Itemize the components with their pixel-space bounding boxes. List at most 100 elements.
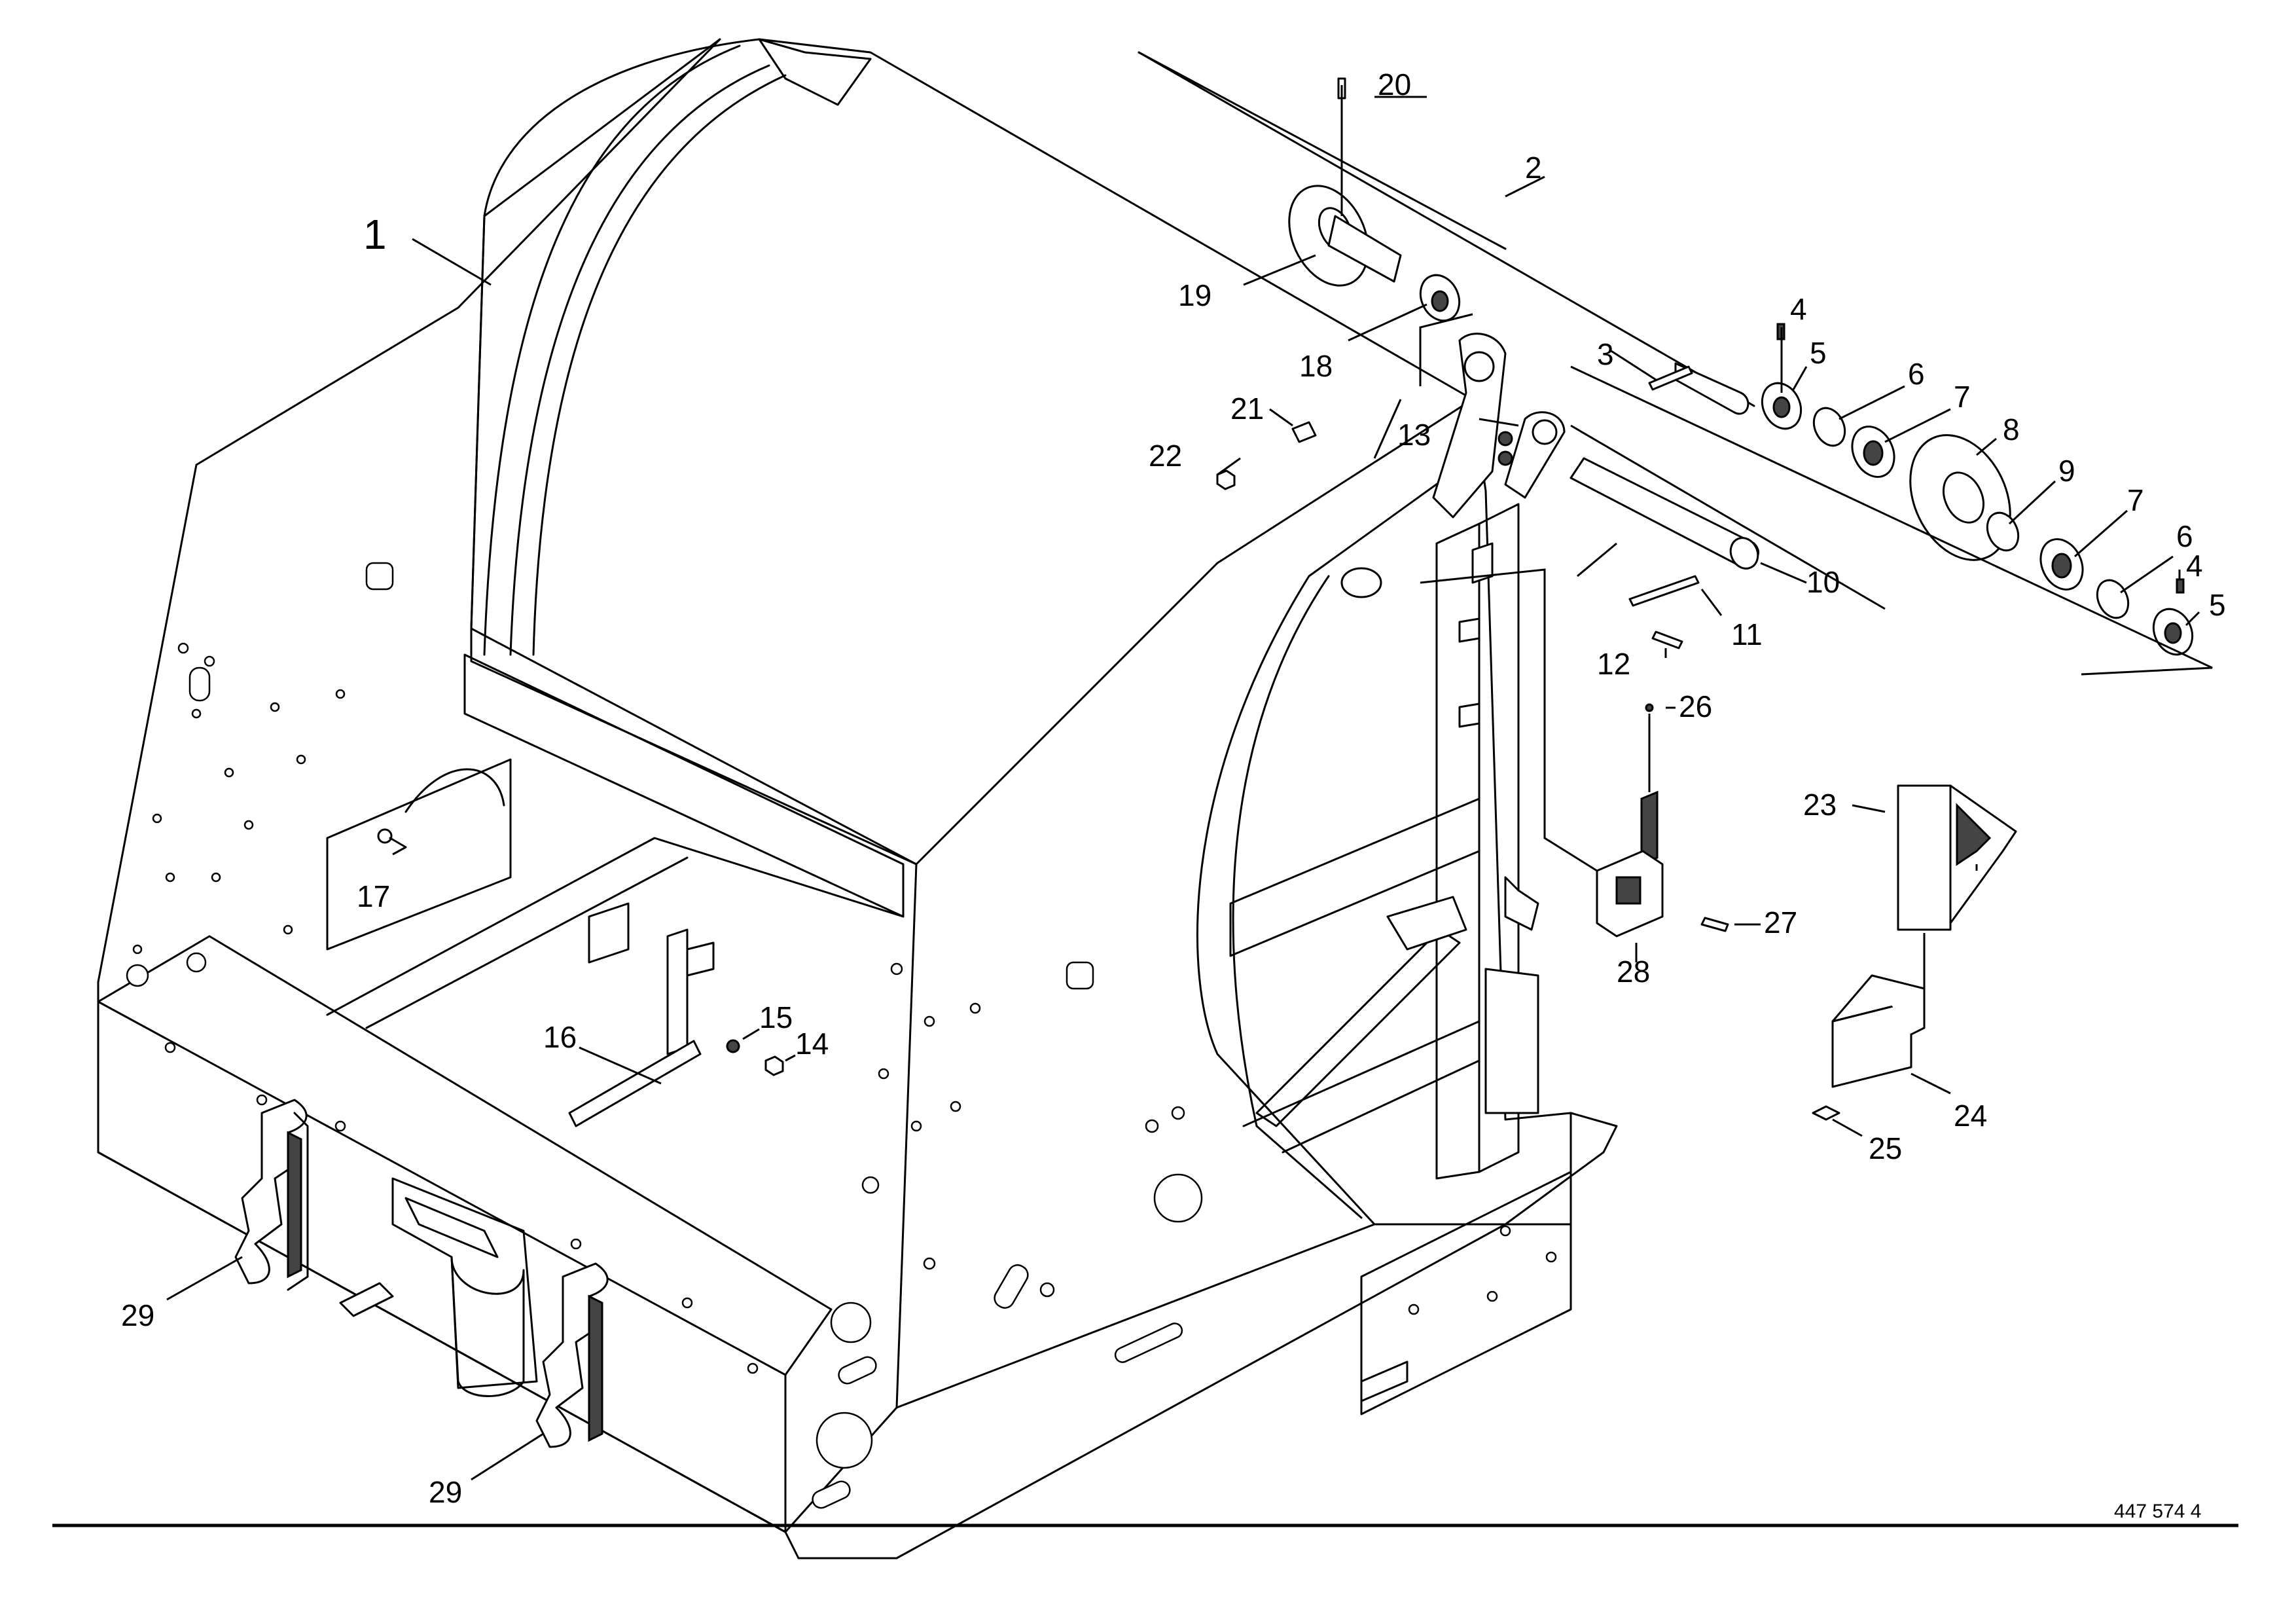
callout-7b: 7	[2127, 483, 2144, 517]
hole	[1545, 1251, 1557, 1263]
column-slot-bar	[1484, 968, 1539, 1114]
callout-labels: 1 2 3 4 4 5 5 6 6 7 7 8 9 10 11 12 13 14…	[121, 67, 2226, 1522]
front-bumper-face	[97, 1000, 787, 1533]
bolt-17	[377, 828, 407, 848]
large-hole	[830, 1302, 872, 1343]
callout-6b: 6	[2176, 519, 2193, 553]
large-hole	[816, 1412, 873, 1469]
hole	[878, 1068, 889, 1080]
bolt-25	[1812, 1105, 1840, 1121]
callout-23: 23	[1803, 788, 1837, 822]
slot	[812, 1480, 851, 1509]
hole	[186, 952, 207, 973]
hole	[1039, 1282, 1055, 1298]
callout-12: 12	[1597, 647, 1630, 681]
slot	[838, 1356, 877, 1385]
hole	[334, 1120, 346, 1132]
bracket-small	[588, 902, 630, 964]
pin-3	[1648, 365, 1693, 391]
right-mount-plate-foot	[1360, 1360, 1408, 1402]
hole	[950, 1101, 961, 1112]
callout-17: 17	[357, 879, 390, 913]
callout-9: 9	[2058, 454, 2075, 488]
bumper-block-right	[535, 1262, 609, 1448]
hole	[1408, 1304, 1420, 1315]
callout-26: 26	[1679, 689, 1712, 723]
hole	[681, 1297, 693, 1309]
interior-beam	[326, 837, 905, 1029]
callout-24: 24	[1954, 1099, 1987, 1133]
hole	[164, 1042, 176, 1053]
callout-2: 2	[1525, 151, 1542, 185]
callout-5a: 5	[1810, 336, 1827, 370]
column-latch	[1504, 876, 1539, 931]
drum-edge-outer	[483, 45, 741, 656]
cross-beam-lower	[1242, 1020, 1480, 1154]
spring-21	[1291, 421, 1317, 443]
right-side-frame	[1196, 398, 1572, 1226]
callout-8: 8	[2003, 412, 2020, 447]
hole	[270, 702, 280, 712]
slot	[994, 1264, 1029, 1309]
nut-14	[764, 1055, 784, 1076]
hole	[969, 1002, 981, 1014]
hole	[924, 1015, 935, 1027]
nut-22	[1216, 469, 1236, 490]
hole	[256, 1094, 268, 1106]
pin-11	[1628, 575, 1700, 607]
callout-10: 10	[1806, 565, 1840, 599]
switch-28	[1596, 850, 1664, 938]
callout-7a: 7	[1954, 380, 1971, 414]
hole	[1486, 1290, 1498, 1302]
hole	[152, 813, 162, 824]
callout-16: 16	[543, 1020, 577, 1054]
base-plate-edge	[895, 1223, 1376, 1409]
shaft-2	[1138, 51, 1755, 415]
sleeve-10	[1570, 457, 1759, 570]
hitch-tube	[450, 1256, 525, 1397]
hole	[1171, 1106, 1185, 1120]
leader-lines	[166, 85, 2213, 1481]
hole	[861, 1176, 880, 1194]
callout-22: 22	[1149, 439, 1182, 473]
right-arc-inner	[1232, 575, 1363, 1219]
base-plate	[784, 1112, 1618, 1559]
small-tab	[339, 1282, 394, 1317]
panel-tube	[1340, 567, 1382, 598]
slot	[1066, 961, 1094, 990]
right-mount-plate	[1360, 1171, 1572, 1415]
front-strip	[463, 653, 905, 918]
inner-slot	[404, 768, 505, 813]
callout-28: 28	[1617, 955, 1650, 989]
hole	[191, 708, 202, 719]
diagonal-brace	[1255, 928, 1461, 1127]
hole	[1499, 1225, 1511, 1237]
drum-edge-inner	[509, 64, 770, 656]
left-side-panel	[97, 38, 918, 1533]
panel-slots	[188, 562, 1183, 1509]
hole	[1145, 1119, 1159, 1133]
inner-cut-plate	[326, 758, 512, 951]
bracket-16	[568, 928, 715, 1127]
slot	[1114, 1322, 1183, 1363]
hole	[126, 964, 149, 987]
cross-beam-upper	[1229, 797, 1480, 957]
hitch-bracket	[391, 1177, 538, 1389]
hole	[165, 872, 175, 883]
callout-25: 25	[1869, 1131, 1902, 1165]
column-tab	[1471, 542, 1494, 584]
front-bumper-top	[97, 935, 833, 1376]
slot	[365, 562, 394, 591]
spring-26	[1640, 703, 1659, 866]
callout-15: 15	[759, 1000, 793, 1034]
box-24	[1831, 974, 1926, 1088]
column-block-2	[1458, 702, 1480, 728]
slot	[188, 666, 211, 702]
callout-20: 20	[1378, 67, 1411, 101]
large-hole	[1153, 1173, 1203, 1223]
callout-1: 1	[363, 211, 387, 258]
hole	[570, 1238, 582, 1250]
callout-19: 19	[1178, 278, 1211, 312]
flange-19	[1288, 185, 1402, 287]
callout-27: 27	[1764, 905, 1797, 939]
